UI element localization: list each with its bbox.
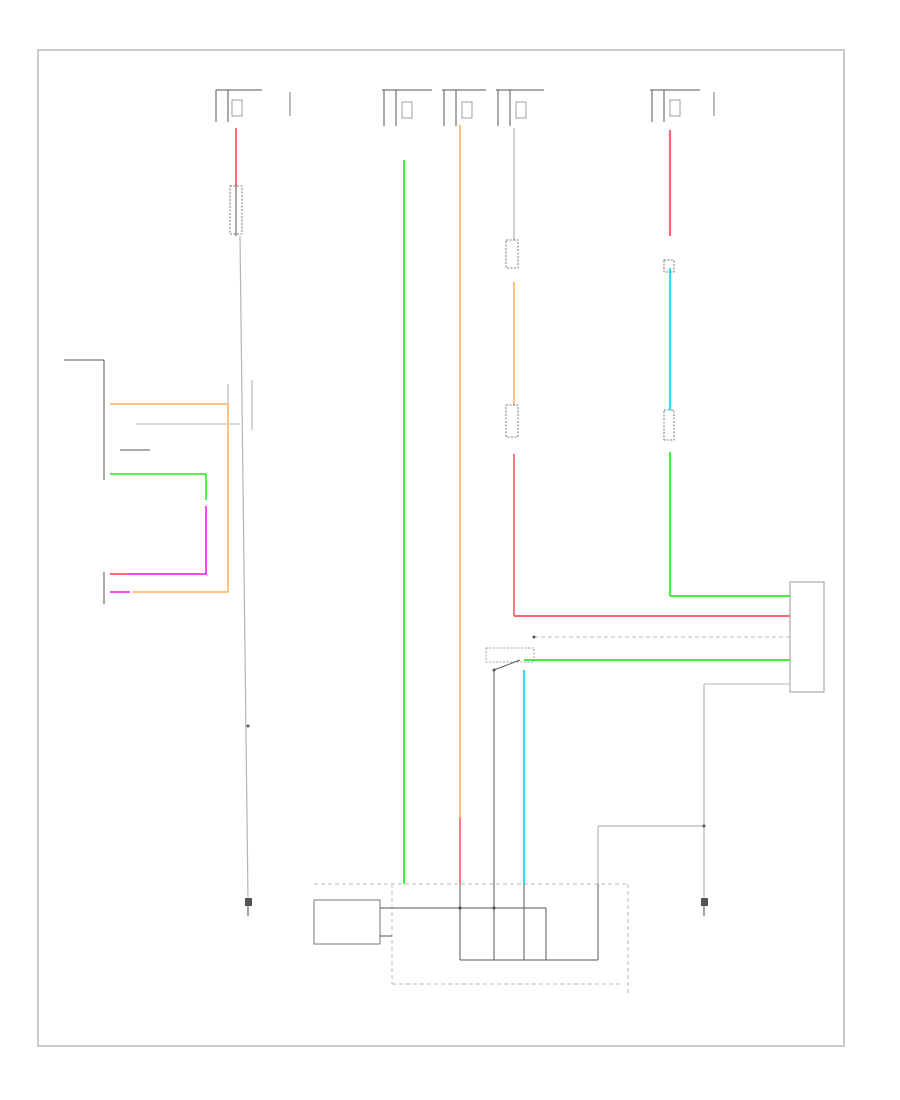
switch-element [485,647,535,672]
connector-right-1 [663,259,675,273]
junction-dot-module [532,635,536,639]
control-module-right [789,581,825,693]
wire-orange-left [110,403,229,593]
connector-mid-2 [505,404,519,438]
relay-box-left [229,185,243,235]
bottom-control-box [313,883,629,996]
fuse-block-2 [382,89,432,126]
ground-right [701,898,708,916]
junction-dot-right [702,824,706,828]
junction-dot-left [246,724,250,728]
wire-magenta-left [110,506,207,575]
ground-left [245,898,252,916]
connector-mid-1 [505,239,519,269]
connector-right-2 [663,409,675,441]
fuse-block-5 [650,89,715,122]
left-module-connector [64,359,253,604]
fuse-block-3 [442,89,486,126]
fuse-block-4 [496,89,544,126]
wire-main-left [239,235,249,901]
wire-green-left [110,473,207,500]
fuse-block-1 [215,89,291,122]
diagram-frame [37,49,845,1047]
